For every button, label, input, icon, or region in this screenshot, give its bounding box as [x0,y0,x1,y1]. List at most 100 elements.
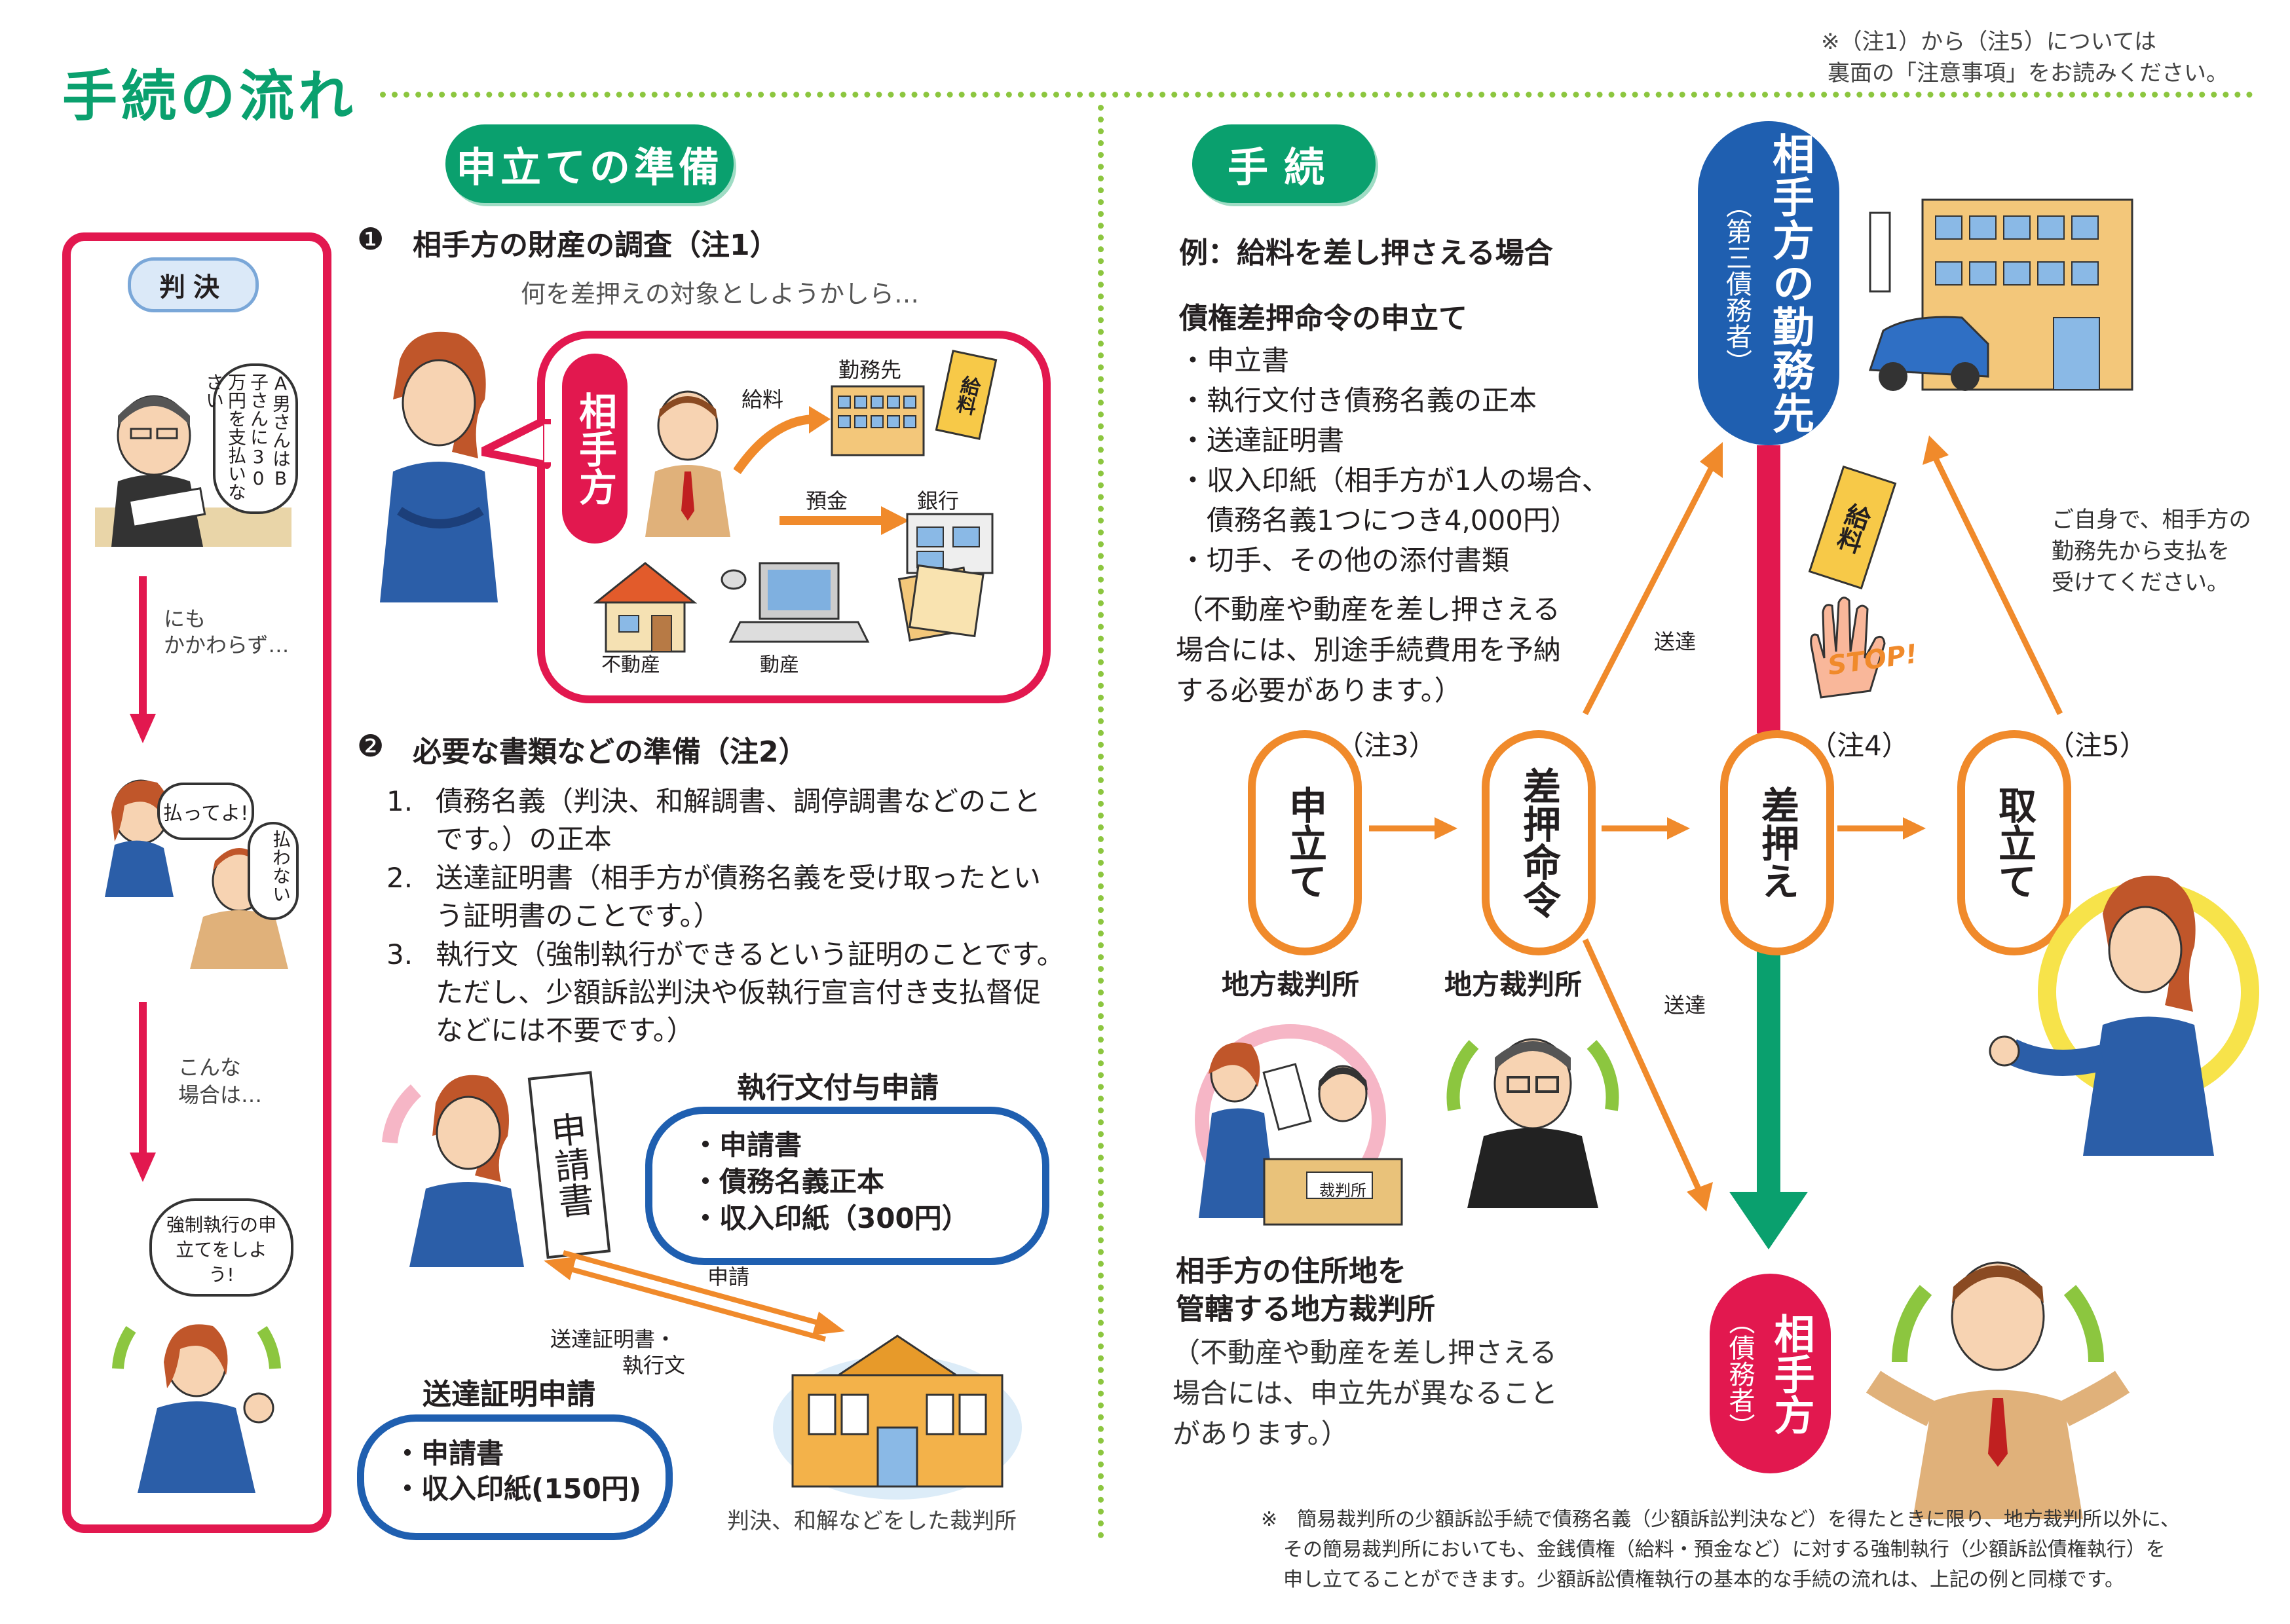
apply-return-arrows [544,1250,845,1342]
exec-item-2: ・債務名義正本 [692,1166,885,1198]
applicant-woman-illustration [382,1075,524,1267]
section-title-preparation: 申立ての準備 [445,124,734,203]
doc-item-1-num: 1. [386,785,413,817]
timeline-caption-2-line2: 場合は… [178,1082,263,1107]
label-returned-line2: 執行文 [622,1353,686,1378]
timeline-caption-1-line1: にも [164,606,206,631]
workplace-building-icon [831,385,925,456]
doc-item-3-line1: 執行文（強制執行ができるという証明のことです。 [436,938,1064,970]
label-workplace: 勤務先 [838,358,902,382]
employer-sub-label: （第三債務者） [1721,191,1752,375]
label-realestate: 不動産 [601,654,660,676]
stage-seizure: 差押え [1720,730,1834,955]
exec-box-title: 執行文付与申請 [737,1071,939,1105]
step2-number: ❷ [357,728,385,764]
bank-building-icon [906,513,994,574]
court-note-title-line1: 相手方の住所地を [1176,1255,1406,1288]
application-item-1: ・申立書 [1179,344,1290,377]
judgment-badge: 判決 [128,257,259,312]
application-item-4: ・収入印紙（相手方が1人の場合、 [1179,464,1609,496]
example-label: 例：給料を差し押さえる場合 [1179,236,1553,270]
doc-item-2-line1: 送達証明書（相手方が債務名義を受け取ったとい [436,862,1042,894]
court1-label: 地方裁判所 [1222,969,1360,1001]
timeline-caption-2-line1: こんな [178,1055,242,1080]
label-returned-line1: 送達証明書・ [550,1327,677,1352]
application-item-6: ・切手、その他の添付書類 [1179,544,1510,576]
movable-computer-icon [721,562,870,643]
speech-enforce: 強制執行の申立てをしよう! [149,1198,293,1297]
office-building-illustration [1868,198,2133,391]
judgment-speech-bubble: A男さんはB子さんに30万円を支払いなさい [203,363,298,514]
section-title-procedure: 手続 [1192,124,1376,203]
flow-arrows [1369,435,2063,1211]
collect-note: ご自身で、相手方の 勤務先から支払を 受けてください。 [2052,504,2251,599]
court-note-title-line2: 管轄する地方裁判所 [1176,1293,1435,1326]
court-note: （不動産や動産を差し押さえる 場合には、申立先が異なること があります。） [1173,1333,1558,1454]
collect-note-line2: 勤務先から支払を [2052,538,2230,564]
stage-application: 申立て [1248,730,1362,955]
header-note-1: ※（注1）から（注5）については [1821,29,2157,55]
timeline-arrow-1 [130,576,156,743]
label-deposit: 預金 [806,489,848,513]
employer-pill: 相手方の勤務先 （第三債務者） [1698,121,1839,445]
collecting-woman-illustration [1989,876,2259,1156]
application-note-line2: 場合には、別途手続費用を予納 [1176,634,1562,666]
exec-item-1: ・申請書 [692,1129,802,1161]
label-salary: 給料 [741,387,784,412]
application-item-5: 債務名義1つにつき4,000円） [1179,504,1578,536]
step1-number: ❶ [357,221,385,257]
court2-label: 地方裁判所 [1444,969,1583,1001]
thinking-woman-illustration [380,331,498,602]
label-sent-up: 送達 [1654,629,1697,654]
stage-application-note: （注3） [1336,729,1436,762]
stage-seizure-order: 差押命令 [1482,730,1596,955]
worried-man-illustration [1866,1261,2130,1519]
doc-item-1: 1. 債務名義（判決、和解調書、調停調書などのこと です。）の正本 [386,783,1041,858]
timeline-frame [62,232,331,1533]
court-building-illustration [773,1335,1022,1500]
doc-item-2-line2: う証明書のことです。） [436,900,721,932]
determined-woman-illustration [112,1324,281,1493]
stage-collection-note: （注5） [2047,729,2147,762]
collect-note-line3: 受けてください。 [2052,570,2229,596]
label-movable: 動産 [760,654,799,676]
title-divider [380,92,2253,98]
stage-collection: 取立て [1957,730,2071,955]
debtor-main-label: 相手方 [1767,1312,1815,1435]
application-note-line1: （不動産や動産を差し押さえる [1176,593,1560,625]
bubble-tail [481,419,554,469]
exec-box: ・申請書 ・債務名義正本 ・収入印紙（300円） [645,1107,1049,1265]
court-note-line1: （不動産や動産を差し押さえる [1173,1337,1557,1369]
application-item-2: ・執行文付き債務名義の正本 [1179,384,1537,416]
speech-wont-pay: 払わない [248,822,299,920]
page-title: 手続の流れ [62,64,358,128]
salary-arrow [734,406,831,474]
label-bank: 銀行 [917,489,960,513]
bankbook-icon [897,564,985,642]
court-desk-label: 裁判所 [1319,1181,1366,1200]
application-note: （不動産や動産を差し押さえる 場合には、別途手続費用を予納 する必要があります。… [1176,589,1561,711]
application-note-line3: する必要があります。） [1176,674,1462,707]
doc-item-2-num: 2. [386,862,413,894]
doc-item-3-line2: ただし、少額訴訟判決や仮執行宣言付き支払督促 [436,976,1042,1008]
doc-item-1-line2: です。）の正本 [436,823,612,855]
service-box-title: 送達証明申請 [422,1378,595,1411]
step2-title: 必要な書類などの準備（注2） [413,735,808,769]
judge-right-illustration [1446,1038,1619,1208]
service-item-1: ・申請書 [394,1437,504,1469]
realestate-house-icon [593,562,698,653]
footnote-line1: ※ 簡易裁判所の少額訴訟手続で債務名義（少額訴訟判決など）を得たときに限り、地方… [1261,1508,2181,1531]
deposit-arrow [779,506,909,535]
doc-item-1-line1: 債務名義（判決、和解調書、調停調書などのこと [436,785,1042,817]
seizure-to-debtor-bar [1757,943,1780,1205]
application-items: ・申立書 ・執行文付き債務名義の正本 ・送達証明書 ・収入印紙（相手方が1人の場… [1179,341,1609,580]
step1-title: 相手方の財産の調査（注1） [413,229,779,262]
judge-illustration [95,395,291,547]
doc-item-3-num: 3. [386,938,413,970]
application-item-3: ・送達証明書 [1179,424,1345,456]
step1-thought: 何を差押えの対象としようかしら… [521,280,920,308]
down-arrowhead-green [1729,1192,1808,1249]
label-sent-down: 送達 [1664,993,1706,1018]
service-item-2: ・収入印紙(150円) [394,1473,642,1505]
court-counter-illustration [1195,1024,1403,1226]
